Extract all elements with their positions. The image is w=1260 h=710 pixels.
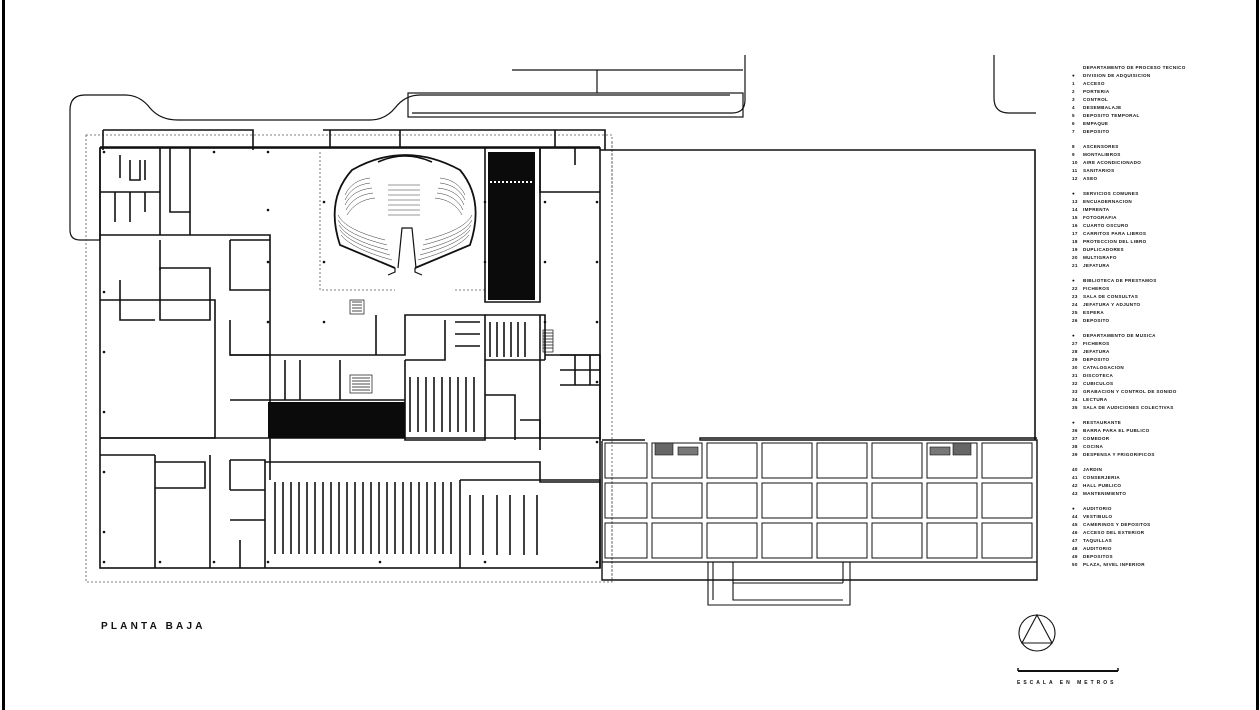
legend-item: ●AUDITORIO bbox=[1072, 506, 1112, 511]
main-building-walls bbox=[99, 129, 1036, 569]
legend-item: ●SERVICIOS COMUNES bbox=[1072, 191, 1139, 196]
legend-item: ●DEPARTAMENTO DE MUSICA bbox=[1072, 333, 1156, 338]
legend-group-proceso-tecnico: DEPARTAMENTO DE PROCESO TECNICO ●DIVISIO… bbox=[1072, 64, 1252, 136]
legend-header: DEPARTAMENTO DE PROCESO TECNICO bbox=[1083, 65, 1186, 70]
left-frame-border bbox=[2, 0, 5, 710]
stairs bbox=[349, 299, 554, 394]
book-stacks bbox=[274, 321, 538, 555]
scale-label: ESCALA EN METROS bbox=[1017, 680, 1117, 686]
legend-item: ●RESTAURANTE bbox=[1072, 420, 1122, 425]
right-frame-border bbox=[1256, 0, 1259, 710]
scale-bar bbox=[1017, 668, 1119, 672]
terrace-grid bbox=[601, 437, 1038, 606]
auditorium bbox=[333, 154, 477, 276]
structural-columns bbox=[102, 150, 599, 564]
legend-item: ●DIVISION DE ADQUISICION bbox=[1072, 73, 1151, 78]
site-boundary bbox=[85, 134, 613, 583]
dark-fill-areas bbox=[268, 152, 535, 438]
drawing-title: PLANTA BAJA bbox=[101, 621, 206, 632]
legend: DEPARTAMENTO DE PROCESO TECNICO ●DIVISIO… bbox=[1072, 64, 1252, 576]
legend-item: ●BIBLIOTECA DE PRESTAMOS bbox=[1072, 278, 1157, 283]
north-arrow-icon bbox=[1018, 613, 1056, 652]
street-curb bbox=[69, 55, 1036, 241]
